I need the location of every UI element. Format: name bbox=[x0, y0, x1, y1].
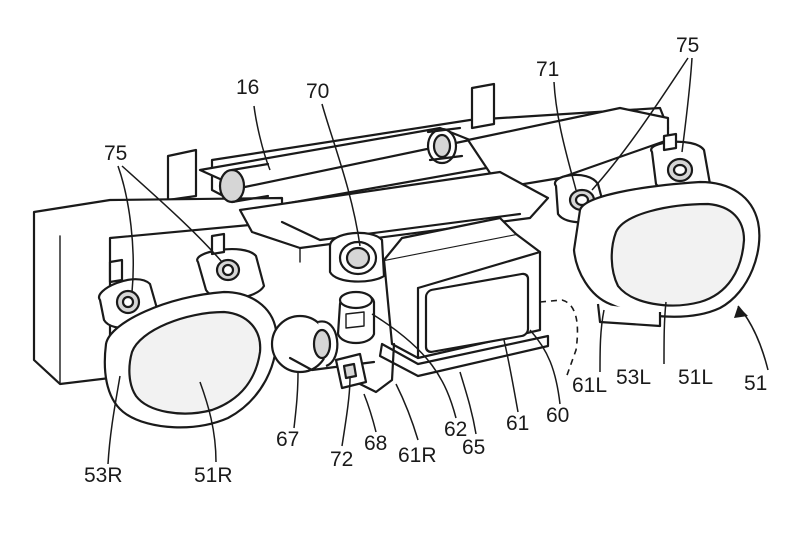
arrow-51 bbox=[734, 306, 748, 318]
label-62: 62 bbox=[444, 418, 467, 441]
connector-62 bbox=[336, 290, 376, 345]
label-51L: 51L bbox=[678, 366, 713, 389]
label-61: 61 bbox=[506, 412, 529, 435]
bracket-frame bbox=[32, 82, 670, 386]
harness-68 bbox=[358, 342, 396, 394]
label-51: 51 bbox=[744, 372, 767, 395]
sensor-72 bbox=[334, 352, 368, 390]
label-71: 71 bbox=[536, 58, 559, 81]
roller-70 bbox=[328, 231, 386, 283]
lamp-lens-51R bbox=[128, 310, 262, 415]
roller-left bbox=[218, 162, 270, 204]
label-70: 70 bbox=[306, 80, 329, 103]
label-61R: 61R bbox=[398, 444, 437, 467]
label-68: 68 bbox=[364, 432, 387, 455]
leader-lines bbox=[107, 57, 769, 465]
label-75-top: 75 bbox=[676, 34, 699, 57]
cover-61 bbox=[424, 272, 530, 354]
outline-61L bbox=[539, 299, 579, 379]
label-16: 16 bbox=[236, 76, 259, 99]
label-60: 60 bbox=[546, 404, 569, 427]
lamp-lens-51L bbox=[610, 202, 746, 307]
label-53L: 53L bbox=[616, 366, 651, 389]
lamp-socket-75-left-b bbox=[196, 232, 266, 300]
roller-right bbox=[426, 126, 464, 165]
label-72: 72 bbox=[330, 448, 353, 471]
label-51R: 51R bbox=[194, 464, 233, 487]
label-75-left: 75 bbox=[104, 142, 127, 165]
reference-labels: 16 70 71 75 75 53R 51R 67 72 68 61R 62 6… bbox=[84, 34, 767, 487]
label-61L: 61L bbox=[572, 374, 607, 397]
label-67: 67 bbox=[276, 428, 299, 451]
label-53R: 53R bbox=[84, 464, 123, 487]
label-65: 65 bbox=[462, 436, 485, 459]
